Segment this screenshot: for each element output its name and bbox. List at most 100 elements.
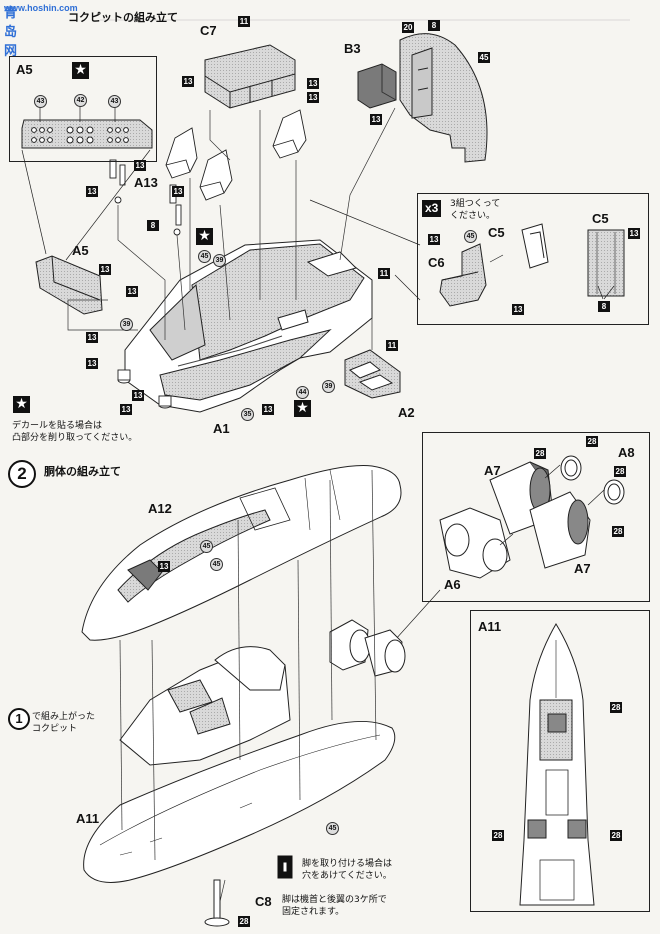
part-number: 28 [614,466,626,477]
label-a8: A8 [618,445,635,460]
label-a12: A12 [148,501,172,516]
star-icon: ★ [13,396,30,413]
label-c5: C5 [592,211,609,226]
inset-box-x3 [417,193,649,325]
gear-note-line2: 穴をあけてください。 [302,871,392,881]
label-c8: C8 [255,894,272,909]
label-a13: A13 [134,175,158,190]
part-number: 20 [402,22,414,33]
part-number: 28 [610,702,622,713]
star-icon: ★ [196,228,213,245]
x3-note-line1: 3組つくって [450,199,501,209]
step2-title: 胴体の組み立て [44,465,121,478]
cockpit-ref-line1: で組み上がった [32,712,96,722]
label-a11: A11 [76,811,100,826]
x3-badge: x3 [422,200,442,217]
part-number: 28 [492,830,504,841]
part-number: 45 [326,822,339,835]
step2-guide-lines [119,469,377,911]
x3-callout-lines [309,199,421,301]
part-number: 13 [307,92,319,103]
part-number: 43 [108,95,121,108]
inset-box-a11 [470,610,650,912]
step1-title: コクピットの組み立て [68,11,178,24]
engine-nozzles [439,455,625,579]
part-number: 45 [198,250,211,263]
part-number: 8 [428,20,440,31]
a1-feet [117,369,172,409]
part-number: 42 [74,94,87,107]
part-number: 13 [132,390,144,401]
label-a6: A6 [444,577,461,592]
part-b3-block [357,63,397,109]
part-number: 28 [610,830,622,841]
part-number: 11 [238,16,250,27]
part-number: 45 [210,558,223,571]
step2-number: 2 [8,460,36,488]
inset-box-engine [422,432,650,602]
part-number: 13 [120,404,132,415]
label-b3: B3 [344,41,361,56]
star-icon: ★ [294,400,311,417]
part-number: 11 [386,340,398,351]
part-45-bulkhead [399,33,488,163]
stand-note-line2: 固定されます。 [282,907,345,917]
part-number: 13 [86,186,98,197]
decal-note-line1: デカールを貼る場合は [12,421,103,431]
part-number: 13 [126,286,138,297]
part-number: 13 [86,358,98,369]
assembled-cockpit [119,646,291,766]
watermark-brand: 青岛网 [4,5,20,58]
stand-note-line1: 脚は機首と後翼の3ケ所で [282,895,387,905]
gear-note-line1: 脚を取り付ける場合は [302,859,393,869]
part-number: 45 [200,540,213,553]
part-a2-stairs [344,349,401,399]
cockpit-ref-number: 1 [8,708,30,730]
cockpit-ref-line2: コクピット [32,724,78,734]
part-a1-cockpit-tub [124,239,373,413]
part-number: 45 [464,230,477,243]
decal-note-line2: 凸部分を削り取ってください。 [12,433,138,443]
part-number: 28 [238,916,250,927]
part-c7-seat-bench [204,44,296,109]
part-number: 13 [182,76,194,87]
part-number: 8 [147,220,159,231]
label-a1: A1 [213,421,230,436]
part-number: 13 [307,78,319,89]
part-number: 39 [120,318,133,331]
label-c5: C5 [488,225,505,240]
part-number: 13 [512,304,524,315]
part-number: 13 [172,186,184,197]
part-number: 13 [262,404,274,415]
part-number: 45 [478,52,490,63]
part-number: 13 [99,264,111,275]
part-number: 28 [612,526,624,537]
part-number: 8 [598,301,610,312]
part-number: 13 [628,228,640,239]
part-number: 28 [586,436,598,447]
part-a12-upper-fuselage [81,465,402,641]
x3-box-seat-parts [439,223,625,307]
gear-stand [204,879,230,927]
part-number: 13 [158,561,170,572]
part-a11-lower-fuselage [83,720,396,883]
inset-a11-label: A11 [478,619,502,634]
inset-box-a5 [9,56,157,162]
label-a2: A2 [398,405,415,420]
engine-guide-lines [394,464,605,641]
star-icon: ★ [72,62,89,79]
part-number: 39 [322,380,335,393]
part-c6-seats [165,109,307,201]
part-number: 11 [378,268,390,279]
part-number: 13 [86,332,98,343]
label-a7: A7 [484,463,501,478]
label-a7: A7 [574,561,591,576]
part-number: 39 [213,254,226,267]
part-a5-panel [35,255,103,315]
x3-note-line2: ください。 [450,211,496,221]
part-number: 28 [534,448,546,459]
inset-a5-panel [21,107,153,149]
a11-top-view [519,623,595,906]
inset-a5-label: A5 [16,62,33,77]
